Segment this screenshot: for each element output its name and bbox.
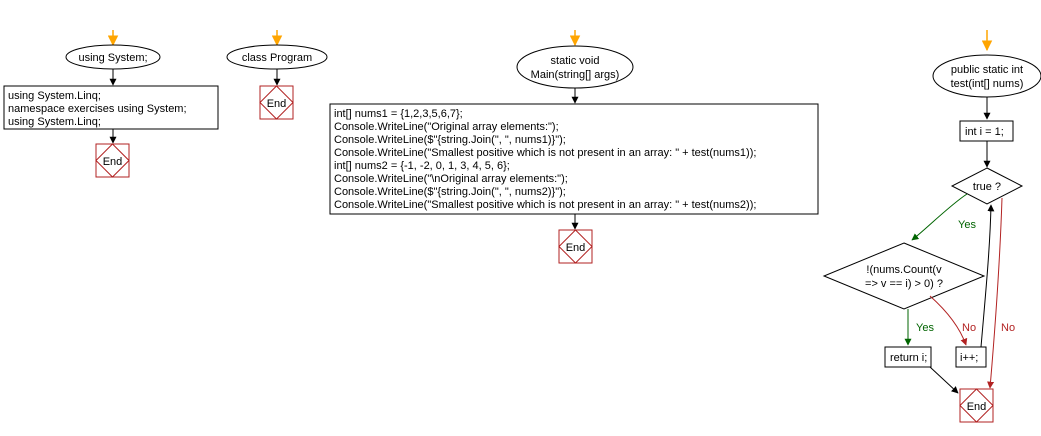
statement-line: Console.WriteLine($"{string.Join(", ", n…	[334, 186, 566, 198]
edge-loop-yes	[911, 193, 968, 241]
end-node-label: End	[967, 401, 987, 413]
statement-return	[884, 346, 932, 368]
edge-return-to-end	[929, 366, 959, 394]
start-node-label: using System;	[78, 52, 147, 64]
statement-init-label: int i = 1;	[965, 126, 1004, 138]
statement-line: Console.WriteLine("Smallest positive whi…	[334, 199, 756, 211]
edge-label-inner-no: No	[962, 322, 976, 334]
end-node-diamond	[558, 229, 593, 264]
decision-inner	[822, 242, 986, 310]
end-node-diamond	[959, 388, 994, 423]
decision-loop-label: true ?	[973, 181, 1001, 193]
statement-line: using System.Linq;	[8, 90, 101, 102]
decision-loop	[950, 167, 1024, 205]
end-node-diamond	[95, 143, 130, 178]
statement-line: namespace exercises using System;	[8, 103, 187, 115]
statement-line: Console.WriteLine($"{string.Join(", ", n…	[334, 134, 566, 146]
end-node-label: End	[267, 98, 287, 110]
statement-line: Console.WriteLine("Original array elemen…	[334, 121, 559, 133]
statement-block-usings	[3, 85, 219, 130]
edge-loop-no	[987, 197, 1003, 389]
start-node-label: Main(string[] args)	[531, 69, 620, 81]
statement-line: int[] nums1 = {1,2,3,5,6,7};	[334, 108, 463, 120]
start-node-main	[516, 45, 634, 89]
edge-loop-back	[980, 204, 995, 348]
statement-line: using System.Linq;	[8, 116, 101, 128]
statement-increment-label: i++;	[960, 352, 978, 364]
edge-label-inner-yes: Yes	[916, 322, 934, 334]
start-node-label: public static int	[951, 64, 1023, 76]
statement-block-main	[329, 103, 819, 215]
decision-inner-label: !(nums.Count(v	[866, 264, 942, 276]
start-node-label: class Program	[242, 52, 312, 64]
start-node-label: static void	[551, 55, 600, 67]
statement-return-label: return i;	[890, 352, 927, 364]
flow-class-program: class Program End	[226, 30, 328, 120]
statement-line: int[] nums2 = {-1, -2, 0, 1, 3, 4, 5, 6}…	[334, 160, 510, 172]
end-node-label: End	[103, 156, 123, 168]
flow-using-system: using System; using System.Linq; namespa…	[3, 30, 219, 178]
decision-inner-label: => v == i) > 0) ?	[865, 278, 943, 290]
end-node-label: End	[566, 242, 586, 254]
statement-increment	[955, 346, 987, 368]
edge-label-loop-no: No	[1001, 322, 1015, 334]
statement-line: Console.WriteLine("Smallest positive whi…	[334, 147, 756, 159]
flow-main: static void Main(string[] args) int[] nu…	[329, 30, 819, 264]
start-node-test	[932, 54, 1041, 98]
start-node-label: test(int[] nums)	[951, 78, 1024, 90]
edge-inner-no	[929, 295, 968, 346]
flow-test: public static int test(int[] nums) int i…	[822, 30, 1041, 423]
edge-label-loop-yes: Yes	[958, 219, 976, 231]
end-node-diamond	[259, 85, 294, 120]
statement-line: Console.WriteLine("\nOriginal array elem…	[334, 173, 568, 185]
